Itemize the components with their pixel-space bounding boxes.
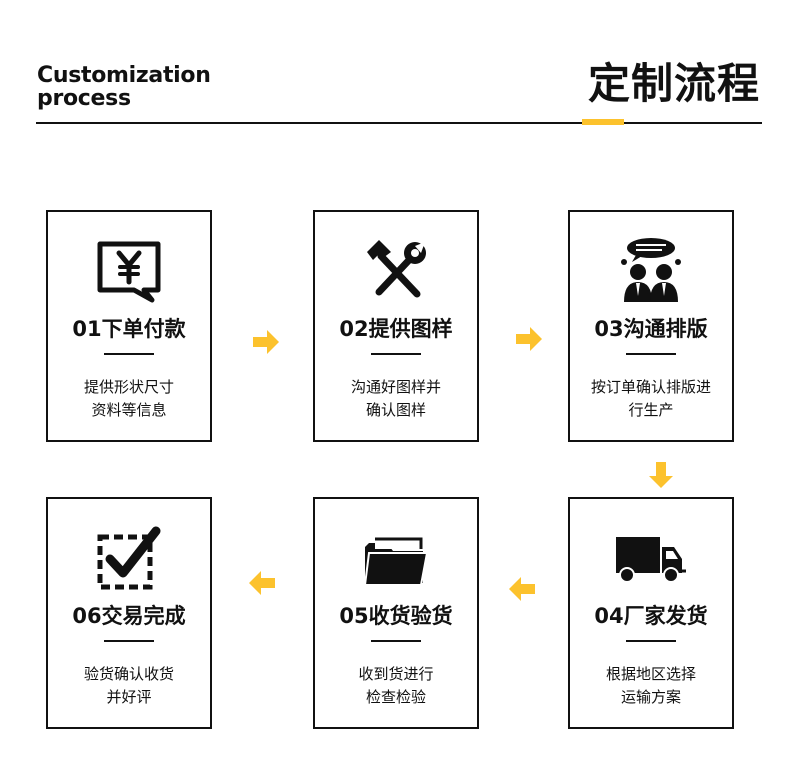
header-divider	[36, 122, 762, 124]
arrow-left-icon	[507, 574, 537, 604]
step-divider	[371, 353, 421, 355]
header-accent-bar	[582, 119, 624, 125]
step-description: 按订单确认排版进 行生产	[590, 378, 711, 419]
step-description: 收到货进行 检查检验	[358, 665, 434, 706]
step-card-02: 02提供图样 沟通好图样并 确认图样	[313, 210, 479, 442]
step-card-04: 04厂家发货 根据地区选择 运输方案	[568, 497, 734, 729]
step-title: 03沟通排版	[594, 317, 708, 341]
step-card-03: 03沟通排版 按订单确认排版进 行生产	[568, 210, 734, 442]
step-title: 04厂家发货	[594, 604, 708, 628]
delivery-truck-icon	[616, 523, 686, 593]
discussion-people-icon	[616, 236, 686, 306]
step-divider	[371, 640, 421, 642]
title-english: Customization process	[37, 63, 211, 111]
arrow-right-icon	[514, 324, 544, 354]
step-title: 02提供图样	[339, 317, 453, 341]
step-title: 01下单付款	[72, 317, 186, 341]
step-description: 沟通好图样并 确认图样	[350, 378, 441, 419]
step-card-06: 06交易完成 验货确认收货 并好评	[46, 497, 212, 729]
arrow-left-icon	[247, 568, 277, 598]
yuan-speech-bubble-icon	[94, 236, 164, 306]
step-description: 验货确认收货 并好评	[83, 665, 174, 706]
step-divider	[104, 640, 154, 642]
arrow-down-icon	[646, 460, 676, 490]
hammer-wrench-icon	[361, 236, 431, 306]
arrow-right-icon	[251, 327, 281, 357]
open-folder-icon	[361, 523, 431, 593]
step-divider	[626, 353, 676, 355]
step-title: 05收货验货	[339, 604, 453, 628]
step-divider	[104, 353, 154, 355]
checkbox-checked-icon	[94, 523, 164, 593]
step-card-01: 01下单付款 提供形状尺寸 资料等信息	[46, 210, 212, 442]
step-description: 提供形状尺寸 资料等信息	[83, 378, 174, 419]
step-card-05: 05收货验货 收到货进行 检查检验	[313, 497, 479, 729]
step-divider	[626, 640, 676, 642]
step-description: 根据地区选择 运输方案	[605, 665, 696, 706]
title-chinese: 定制流程	[587, 59, 760, 108]
step-title: 06交易完成	[72, 604, 186, 628]
